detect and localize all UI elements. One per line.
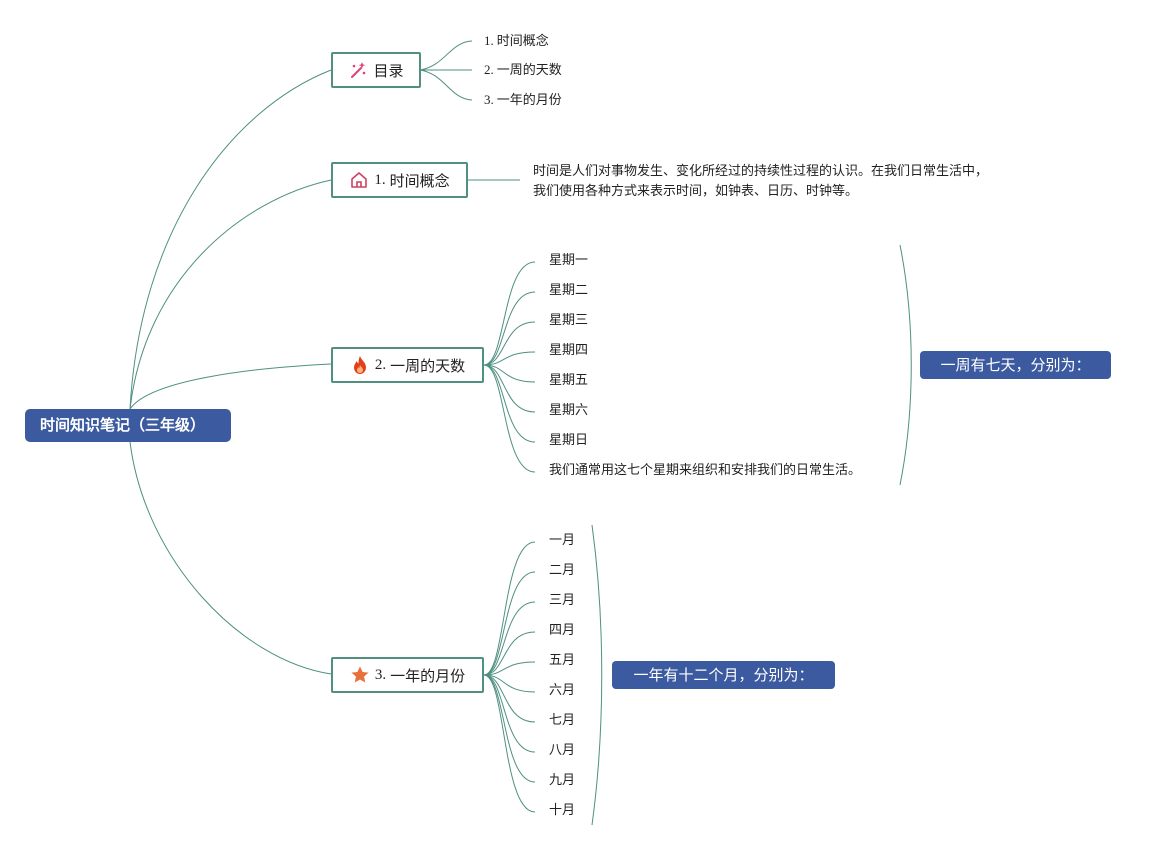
branch-concept[interactable]: 1. 时间概念 [331, 162, 468, 198]
week-connector [483, 364, 536, 383]
week-connector [483, 261, 536, 366]
month-bracket [591, 524, 603, 826]
branch-concept-label: 时间概念 [389, 171, 450, 190]
magic-wand-icon [348, 60, 368, 80]
week-item[interactable]: 星期日 [549, 433, 589, 448]
branch-months-num: 3. [374, 666, 387, 683]
toc-item-2-num: 2. [484, 62, 494, 77]
month-item[interactable]: 七月 [549, 713, 576, 728]
connector-month-items [483, 541, 536, 813]
week-item[interactable]: 我们通常用这七个星期来组织和安排我们的日常生活。 [549, 463, 862, 478]
month-connector [483, 541, 536, 676]
week-connector [483, 351, 536, 366]
week-summary[interactable]: 一周有七天，分别为： [920, 351, 1111, 379]
week-connector [483, 364, 536, 473]
week-item[interactable]: 星期六 [549, 403, 589, 418]
week-connector [483, 321, 536, 366]
connector-root-week [129, 363, 332, 410]
toc-item-3-text: 一年的月份 [496, 93, 562, 108]
root-node[interactable]: 时间知识笔记（三年级） [25, 409, 231, 442]
month-item[interactable]: 一月 [549, 533, 576, 548]
toc-item-1-text: 时间概念 [496, 34, 549, 49]
week-item[interactable]: 星期一 [549, 253, 589, 268]
month-item[interactable]: 九月 [549, 773, 576, 788]
connector-root-concept [129, 179, 332, 410]
week-item[interactable]: 星期三 [549, 313, 589, 328]
week-connector [483, 291, 536, 366]
month-item[interactable]: 八月 [549, 743, 576, 758]
connector-root-toc [129, 69, 332, 410]
branch-concept-num: 1. [374, 171, 386, 188]
month-item[interactable]: 三月 [549, 593, 576, 608]
connector-root-months [129, 441, 332, 675]
month-connector [483, 601, 536, 676]
concept-line-2: 我们使用各种方式来表示时间，如钟表、日历、时钟等。 [533, 184, 859, 199]
connector-toc-1 [419, 40, 473, 71]
month-connector [483, 631, 536, 676]
month-connector [483, 674, 536, 723]
months-summary[interactable]: 一年有十二个月，分别为： [612, 661, 835, 689]
branch-months[interactable]: 3. 一年的月份 [331, 657, 484, 693]
month-connector [483, 571, 536, 676]
week-item[interactable]: 星期二 [549, 283, 589, 298]
concept-description: 时间是人们对事物发生、变化所经过的持续性过程的认识。在我们日常生活中， 我们使用… [533, 162, 1053, 202]
toc-item-3[interactable]: 3.一年的月份 [484, 92, 562, 109]
branch-toc-label: 目录 [373, 61, 404, 80]
month-item[interactable]: 六月 [549, 683, 576, 698]
fire-icon [350, 355, 370, 375]
toc-item-1[interactable]: 1.时间概念 [484, 33, 549, 50]
connector-toc-3 [419, 69, 473, 101]
branch-week-label: 一周的天数 [390, 356, 466, 375]
month-item[interactable]: 二月 [549, 563, 576, 578]
month-connector [483, 674, 536, 693]
week-bracket [899, 244, 912, 486]
toc-item-1-num: 1. [484, 33, 494, 48]
week-item[interactable]: 星期四 [549, 343, 589, 358]
branch-toc[interactable]: 目录 [331, 52, 421, 88]
month-item[interactable]: 五月 [549, 653, 576, 668]
branch-week-num: 2. [374, 356, 387, 373]
connector-week-items [483, 261, 536, 473]
concept-line-1: 时间是人们对事物发生、变化所经过的持续性过程的认识。在我们日常生活中， [533, 164, 989, 179]
star-icon [350, 665, 370, 685]
branch-months-label: 一年的月份 [390, 666, 466, 685]
week-connector [483, 364, 536, 413]
week-item[interactable]: 星期五 [549, 373, 589, 388]
month-connector [483, 674, 536, 813]
branch-week[interactable]: 2. 一周的天数 [331, 347, 484, 383]
month-connector [483, 661, 536, 676]
month-item[interactable]: 四月 [549, 623, 576, 638]
house-icon [349, 170, 369, 190]
toc-item-2-text: 一周的天数 [496, 63, 562, 78]
toc-item-2[interactable]: 2.一周的天数 [484, 62, 562, 79]
month-item[interactable]: 十月 [549, 803, 576, 818]
toc-item-3-num: 3. [484, 92, 494, 107]
